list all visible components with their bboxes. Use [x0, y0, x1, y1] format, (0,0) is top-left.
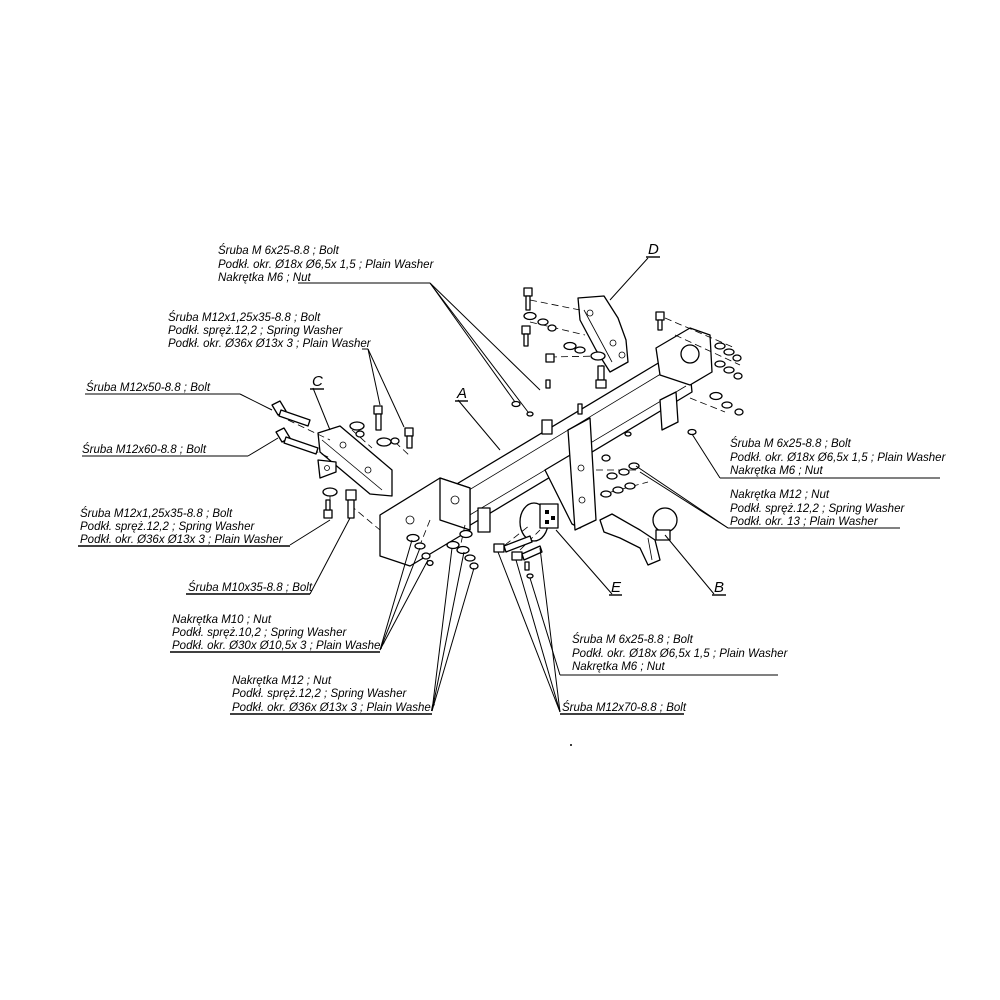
assembly-axes [287, 299, 741, 551]
callout-text: Nakrętka M6 ; Nut [730, 465, 823, 477]
callout-text: Podkł. okr. 13 ; Plain Washer [730, 516, 879, 528]
callout-text: Śruba M10x35-8.8 ; Bolt [188, 581, 313, 594]
callout-text: Nakrętka M6 ; Nut [218, 272, 311, 284]
nut-stack-m12-bottom [446, 529, 479, 570]
bracket-c [317, 425, 393, 497]
callout-text: Podkł. okr. Ø18x Ø6,5x 1,5 ; Plain Washe… [572, 648, 789, 660]
callout-m12-nut-bottom: Nakrętka M12 ; Nut Podkł. spręż.12,2 ; S… [230, 675, 436, 715]
callout-text: Podkł. okr. Ø36x Ø13x 3 ; Plain Washer [80, 534, 284, 546]
socket-plate-e [519, 502, 559, 542]
bracket-d [577, 295, 629, 373]
callout-text: Podkł. spręż.12,2 ; Spring Washer [232, 688, 407, 700]
bolt-m12x70 [493, 535, 543, 561]
callout-text: Podkł. okr. Ø36x Ø13x 3 ; Plain Washer [168, 338, 372, 350]
stray-mark [570, 744, 572, 746]
callout-m12-nut-right: Nakrętka M12 ; Nut Podkł. spręż.12,2 ; S… [730, 489, 905, 528]
callout-m12x125-top: Śruba M12x1,25x35-8.8 ; Bolt Podkł. sprę… [168, 311, 372, 350]
towball-b [599, 507, 678, 566]
callout-m6-bottom: Śruba M 6x25-8.8 ; Bolt Podkł. okr. Ø18x… [572, 633, 789, 673]
bolts-d-right [655, 311, 744, 416]
callout-text: Podkł. spręż.12,2 ; Spring Washer [80, 521, 255, 533]
bolts-m6-top [511, 379, 697, 437]
callout-text: Nakrętka M6 ; Nut [572, 661, 665, 673]
leader-lines [82, 257, 940, 713]
callout-m12x50: Śruba M12x50-8.8 ; Bolt [86, 381, 211, 394]
callout-text: Śruba M12x70-8.8 ; Bolt [562, 701, 687, 714]
callout-m12x70: Śruba M12x70-8.8 ; Bolt [560, 701, 687, 715]
callout-text: Śruba M12x60-8.8 ; Bolt [82, 443, 207, 456]
callout-text: Podkł. okr. Ø36x Ø13x 3 ; Plain Washer [232, 702, 436, 714]
label-d: D [648, 241, 659, 258]
label-e: E [611, 579, 622, 596]
callout-m6-right: Śruba M 6x25-8.8 ; Bolt Podkł. okr. Ø18x… [730, 437, 947, 477]
callout-m10x35: Śruba M10x35-8.8 ; Bolt [186, 581, 313, 595]
bolt-m12x60 [275, 427, 319, 455]
callout-text: Śruba M 6x25-8.8 ; Bolt [730, 437, 852, 450]
callout-text: Śruba M 6x25-8.8 ; Bolt [572, 633, 694, 646]
bolt-m12x125-lower [322, 487, 338, 519]
callout-text: Nakrętka M12 ; Nut [232, 675, 332, 687]
callout-text: Podkł. spręż.12,2 ; Spring Washer [730, 503, 905, 515]
callout-text: Podkł. okr. Ø30x Ø10,5x 3 ; Plain Washer [172, 640, 385, 652]
bolt-m10x35 [345, 489, 357, 519]
label-c: C [312, 373, 323, 390]
callout-text: Śruba M12x1,25x35-8.8 ; Bolt [168, 311, 321, 324]
bolts-d-left [521, 287, 607, 389]
crossbar-a [379, 327, 713, 567]
callout-text: Podkł. spręż.12,2 ; Spring Washer [168, 325, 343, 337]
callout-m10-nut: Nakrętka M10 ; Nut Podkł. spręż.10,2 ; S… [170, 614, 385, 653]
callout-text: Podkł. okr. Ø18x Ø6,5x 1,5 ; Plain Washe… [730, 452, 947, 464]
callout-m12x60: Śruba M12x60-8.8 ; Bolt [82, 443, 207, 456]
nut-stack-m12-right [600, 454, 640, 498]
bolt-m12x50 [271, 400, 311, 427]
callout-top-m6: Śruba M 6x25-8.8 ; Bolt Podkł. okr. Ø18x… [218, 244, 435, 284]
bolts-m6-bottom [524, 561, 534, 579]
callout-text: Nakrętka M10 ; Nut [172, 614, 272, 626]
part-letters: A B C D E [310, 241, 726, 596]
label-b: B [714, 579, 724, 596]
callout-text: Nakrętka M12 ; Nut [730, 489, 830, 501]
callout-text: Śruba M12x50-8.8 ; Bolt [86, 381, 211, 394]
fasteners [271, 287, 744, 579]
label-a: A [456, 385, 467, 402]
callout-text: Podkł. okr. Ø18x Ø6,5x 1,5 ; Plain Washe… [218, 259, 435, 271]
callout-text: Podkł. spręż.10,2 ; Spring Washer [172, 627, 347, 639]
bolt-m12x125-pair [349, 405, 414, 449]
callout-text: Śruba M12x1,25x35-8.8 ; Bolt [80, 507, 233, 520]
callout-m12x125-left: Śruba M12x1,25x35-8.8 ; Bolt Podkł. sprę… [78, 507, 290, 547]
callout-text: Śruba M 6x25-8.8 ; Bolt [218, 244, 340, 257]
